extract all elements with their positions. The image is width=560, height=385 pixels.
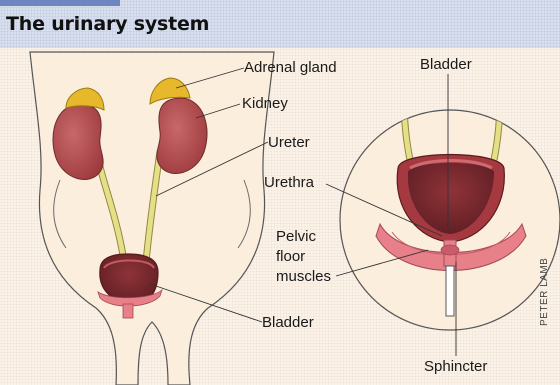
- label-pelvic-floor-line-1: Pelvic: [276, 228, 316, 246]
- label-bladder-body: Bladder: [262, 314, 314, 332]
- bladder-detail-inset: [340, 98, 560, 330]
- label-bladder-detail: Bladder: [420, 56, 472, 74]
- label-urethra: Urethra: [264, 174, 314, 192]
- label-pelvic-floor-line-2: floor: [276, 248, 305, 266]
- label-sphincter: Sphincter: [424, 358, 487, 376]
- artist-credit: PETER LAMB: [539, 268, 551, 326]
- label-ureter: Ureter: [268, 134, 310, 152]
- label-adrenal-gland: Adrenal gland: [244, 59, 337, 77]
- label-pelvic-floor-line-3: muscles: [276, 268, 331, 286]
- label-kidney: Kidney: [242, 95, 288, 113]
